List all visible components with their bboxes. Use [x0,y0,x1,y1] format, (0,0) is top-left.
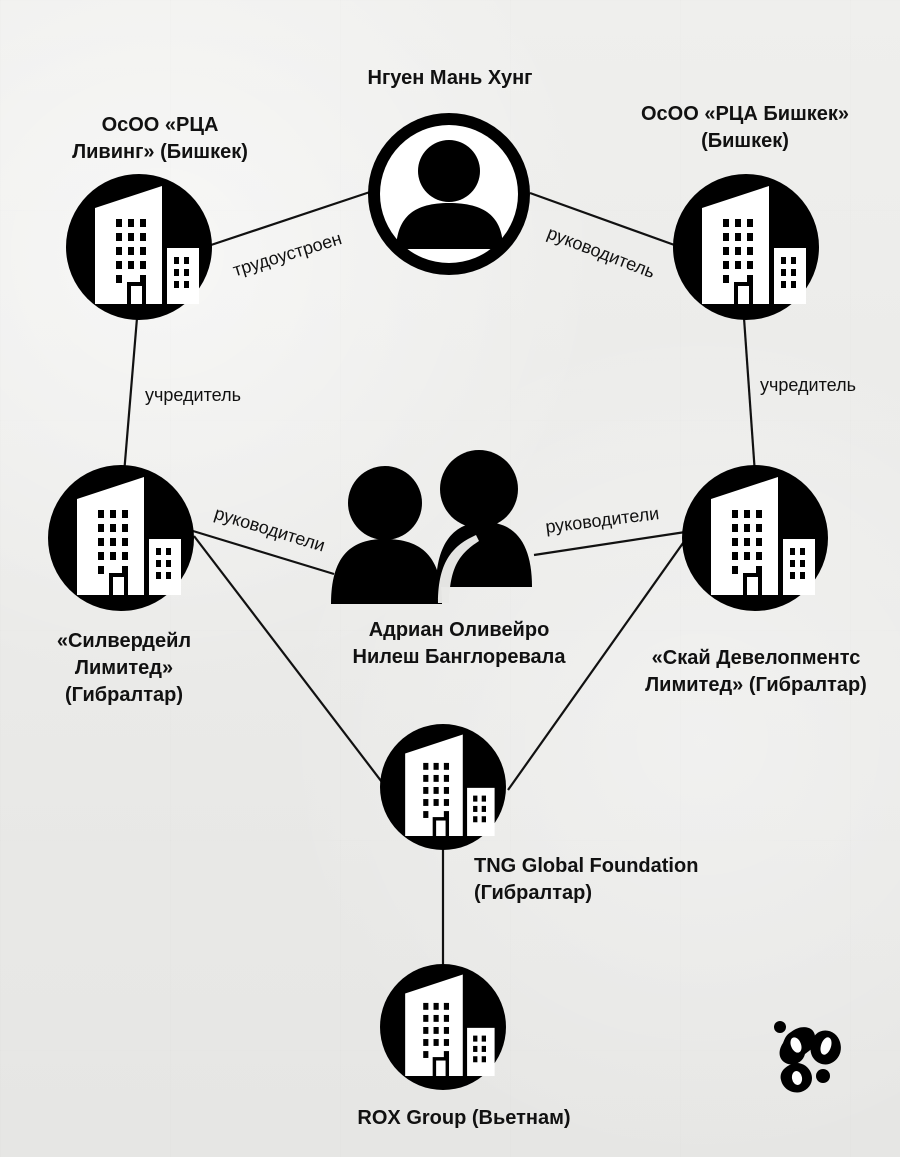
company-label-line: Ливинг» (Бишкек) [72,141,248,163]
edge-managers-right [533,529,693,557]
company-label-line: (Гибралтар) [65,684,183,706]
edge-label-managers-left: руководители [212,503,327,556]
edge-label-employed: трудоустроен [230,228,344,280]
edge-label-managers-right: руководители [544,503,660,537]
person-name: Нгуен Мань Хунг [332,65,568,92]
company-label-rox-text: ROX Group (Вьетнам) [357,1107,571,1129]
company-node-tng [380,724,506,850]
company-label-rca-living: ОсОО «РЦА Ливинг» (Бишкек) [50,112,270,166]
company-label-line: «Силвердейл [56,630,192,652]
company-label-sky-developments: «Скай Девелопментс Лимитед» (Гибралтар) [612,645,900,699]
company-label-line: «Скай Девелопментс [651,647,861,669]
company-label-line: Лимитед» [74,657,174,679]
company-label-line: TNG Global Foundation [474,855,699,877]
company-label-rca-bishkek: ОсОО «РЦА Бишкек» (Бишкек) [620,101,870,155]
company-node-silverdale [48,465,194,611]
person-node [368,113,530,275]
company-node-rca-bishkek [673,174,819,320]
company-label-line: ОсОО «РЦА [101,114,219,136]
edge-founder-right [742,317,757,475]
company-node-sky-developments [682,465,828,611]
company-label-line: ОсОО «РЦА Бишкек» [640,103,850,125]
edge-manager [529,191,681,249]
edge-managers-left [192,529,335,576]
company-node-rox [380,964,506,1090]
edge-label-manager: руководитель [544,223,657,282]
person-name-text: Нгуен Мань Хунг [367,67,533,89]
company-label-silverdale: «Силвердейл Лимитед» (Гибралтар) [29,628,219,709]
company-label-tng: TNG Global Foundation (Гибралтар) [474,853,736,907]
people-pair-label: Адриан Оливейро Нилеш Банглоревала [318,617,600,671]
edge-label-founder-left: учредитель [145,385,241,405]
people-group-icon [331,450,532,604]
edge-employed [207,190,371,248]
people-pair-line: Адриан Оливейро [368,619,550,641]
company-label-line: (Гибралтар) [474,882,592,904]
edge-sky-tng [507,535,689,791]
company-label-rox: ROX Group (Вьетнам) [332,1105,596,1132]
edge-founder-left [122,317,139,475]
edge-silverdale-tng [193,535,389,791]
company-label-line: Лимитед» (Гибралтар) [645,674,867,696]
edge-label-founder-right: учредитель [760,375,856,395]
company-node-rca-living [66,174,212,320]
company-label-line: (Бишкек) [701,130,789,152]
people-pair-line: Нилеш Банглоревала [352,646,566,668]
brand-logo-icon [774,1021,841,1093]
